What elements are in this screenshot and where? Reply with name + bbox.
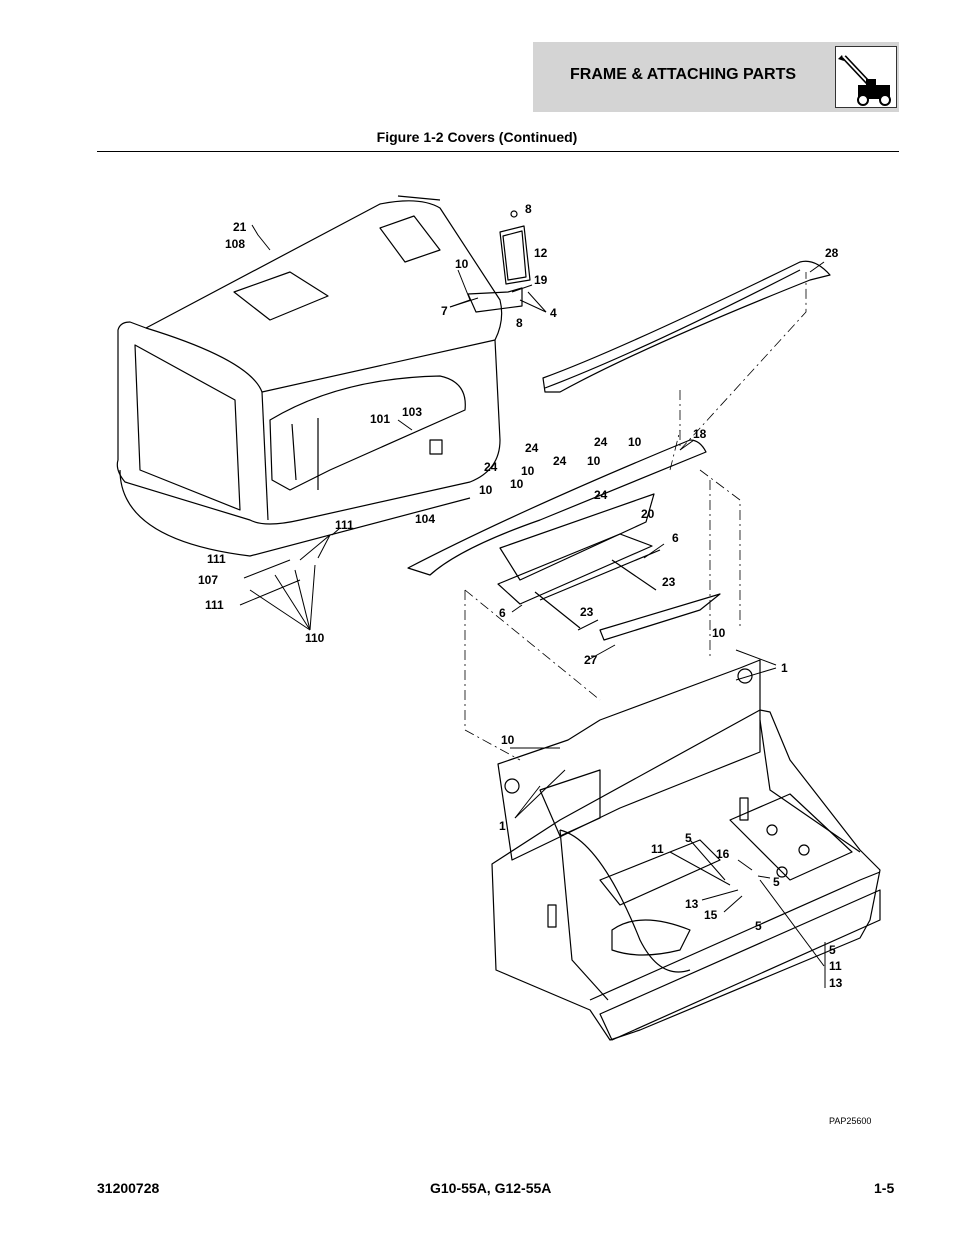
- cover-frame: [407, 439, 721, 641]
- figure-reference-code: PAP25600: [829, 1116, 872, 1126]
- callout-28: 28: [825, 246, 839, 260]
- side-panel: [497, 659, 761, 861]
- callout-6-a: 6: [672, 531, 679, 545]
- callout-103: 103: [402, 405, 422, 419]
- callout-leaders: [239, 224, 825, 967]
- callout-16: 16: [716, 847, 730, 861]
- callout-111-a: 111: [335, 518, 354, 532]
- telehandler-icon: [835, 46, 897, 108]
- callout-18: 18: [693, 427, 707, 441]
- callout-27: 27: [584, 653, 598, 667]
- section-header: FRAME & ATTACHING PARTS: [533, 42, 899, 112]
- mirror-bracket: [467, 210, 531, 313]
- callout-10-mirror: 10: [455, 257, 469, 271]
- callout-5-b: 5: [773, 875, 780, 889]
- callout-8-bottom: 8: [516, 316, 523, 330]
- callout-5-a: 5: [685, 831, 692, 845]
- section-title: FRAME & ATTACHING PARTS: [570, 66, 797, 83]
- header-rule: [97, 151, 899, 152]
- callout-24-d: 24: [484, 460, 498, 474]
- callout-21: 21: [233, 220, 247, 234]
- callout-104: 104: [415, 512, 435, 526]
- callout-108: 108: [225, 237, 245, 251]
- callout-23-a: 23: [662, 575, 676, 589]
- assembly-lines: [464, 272, 807, 761]
- callout-10-c: 10: [587, 454, 601, 468]
- callout-1-b: 1: [499, 819, 506, 833]
- callout-24-b: 24: [594, 435, 608, 449]
- callout-10-rail: 10: [628, 435, 642, 449]
- callout-10-g: 10: [712, 626, 726, 640]
- callout-5-c: 5: [755, 919, 762, 933]
- callout-24-c: 24: [553, 454, 567, 468]
- callout-101: 101: [370, 412, 390, 426]
- callout-6-b: 6: [499, 606, 506, 620]
- callout-107: 107: [198, 573, 218, 587]
- page-number: 1-5: [874, 1180, 895, 1196]
- callout-10-h: 10: [501, 733, 515, 747]
- callout-4: 4: [550, 306, 557, 320]
- callout-19: 19: [534, 273, 548, 287]
- document-number: 31200728: [97, 1180, 160, 1196]
- callout-13-b: 13: [829, 976, 843, 990]
- callout-110: 110: [305, 631, 325, 645]
- callout-23-b: 23: [580, 605, 594, 619]
- callout-7: 7: [441, 304, 448, 318]
- callout-5-d: 5: [829, 943, 836, 957]
- callout-11-a: 11: [651, 842, 664, 856]
- callout-10-f: 10: [510, 477, 524, 491]
- model-numbers: G10-55A, G12-55A: [430, 1180, 552, 1196]
- callout-11-b: 11: [829, 959, 842, 973]
- callout-24-a: 24: [525, 441, 539, 455]
- callout-13-a: 13: [685, 897, 699, 911]
- callout-8-top: 8: [525, 202, 532, 216]
- side-rail: [542, 260, 831, 393]
- figure-title: Figure 1-2 Covers (Continued): [376, 129, 578, 145]
- callout-24-e: 24: [594, 488, 608, 502]
- cover-hood: [116, 195, 503, 557]
- callout-20: 20: [641, 507, 655, 521]
- callout-12: 12: [534, 246, 548, 260]
- callout-10-e: 10: [479, 483, 493, 497]
- callout-111-c: 111: [205, 598, 224, 612]
- main-frame: [491, 709, 881, 1041]
- callout-10-d: 10: [521, 464, 535, 478]
- callout-111-b: 111: [207, 552, 226, 566]
- callout-1-a: 1: [781, 661, 788, 675]
- callout-15: 15: [704, 908, 718, 922]
